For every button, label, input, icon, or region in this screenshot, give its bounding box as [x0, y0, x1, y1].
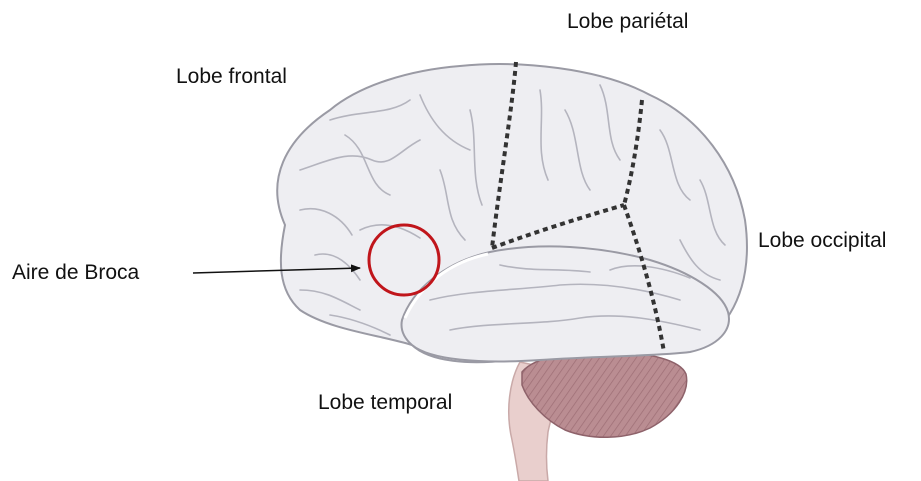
label-temporal-lobe: Lobe temporal: [318, 392, 452, 413]
label-frontal-lobe: Lobe frontal: [176, 66, 287, 87]
label-parietal-lobe: Lobe pariétal: [567, 11, 688, 32]
label-occipital-lobe: Lobe occipital: [758, 230, 886, 251]
label-broca-area: Aire de Broca: [12, 262, 139, 283]
